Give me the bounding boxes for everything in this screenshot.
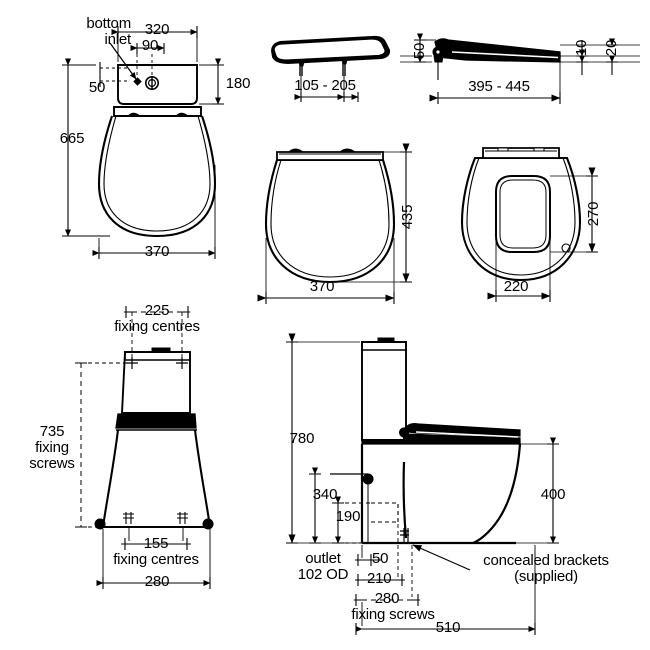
view-seat-side	[400, 33, 640, 104]
dim-seat-length-435: 435	[399, 204, 416, 230]
dim-cistern-fixing-225: 225	[144, 302, 170, 319]
label-concealed-brackets-line1: concealed brackets	[483, 552, 609, 569]
dim-seat-width-370: 370	[309, 278, 335, 295]
dim-base-width-280: 280	[144, 573, 170, 590]
dim-inlet-offset-90: 90	[141, 37, 159, 54]
dim-overall-height-780: 780	[289, 430, 315, 447]
label-fixing-screws: fixing screws	[351, 606, 435, 623]
view-seat-plan	[257, 143, 412, 304]
label-cistern-fixing-centres: fixing centres	[114, 318, 200, 335]
view-seat-lid-front	[271, 35, 391, 102]
label-outlet-line2: 102 OD	[297, 566, 349, 583]
label-bottom-inlet-line2: inlet	[104, 31, 131, 48]
dim-seat-length-395-445: 395 - 445	[468, 78, 530, 95]
label-outlet-line1: outlet	[305, 550, 341, 567]
dim-outlet-offset-210: 210	[367, 570, 392, 587]
view-seat-ring-plan	[460, 147, 598, 302]
view-front-elevation	[75, 306, 214, 589]
dim-outlet-offset-50: 50	[372, 550, 389, 567]
label-base-fixing-centres: fixing centres	[113, 551, 199, 568]
dim-inlet-depth-50: 50	[88, 79, 106, 96]
dim-bowl-height-400: 400	[540, 486, 566, 503]
dim-base-fixing-155: 155	[143, 535, 169, 552]
dim-inlet-height-340: 340	[312, 486, 338, 503]
dim-fixing-screws-280: 280	[374, 590, 400, 607]
dim-cistern-width-320: 320	[144, 21, 170, 38]
label-bottom-inlet-line1: bottom	[86, 15, 131, 32]
view-side-elevation	[286, 333, 559, 635]
dim-outlet-height-190: 190	[335, 508, 361, 525]
dim-hinge-height-50: 50	[411, 42, 428, 60]
dim-cistern-depth-180: 180	[225, 75, 251, 92]
label-concealed-brackets-line2: (supplied)	[514, 568, 578, 585]
dim-seat-thickness-10: 10	[573, 39, 590, 57]
dim-hinge-centres-105-205: 105 - 205	[294, 77, 356, 94]
dim-overall-depth-510: 510	[435, 619, 461, 636]
dim-height-735-line3: screws	[29, 455, 75, 472]
view-cistern-plan	[62, 26, 224, 259]
dim-height-735-line2: fixing	[35, 439, 69, 456]
dim-aperture-width-220: 220	[503, 278, 529, 295]
dim-aperture-length-270: 270	[585, 201, 602, 227]
dim-bowl-width-370: 370	[144, 243, 170, 260]
dim-overall-length-665: 665	[59, 130, 85, 147]
dim-height-735: 735	[39, 423, 65, 440]
dim-lid-thickness-20: 20	[603, 39, 620, 57]
